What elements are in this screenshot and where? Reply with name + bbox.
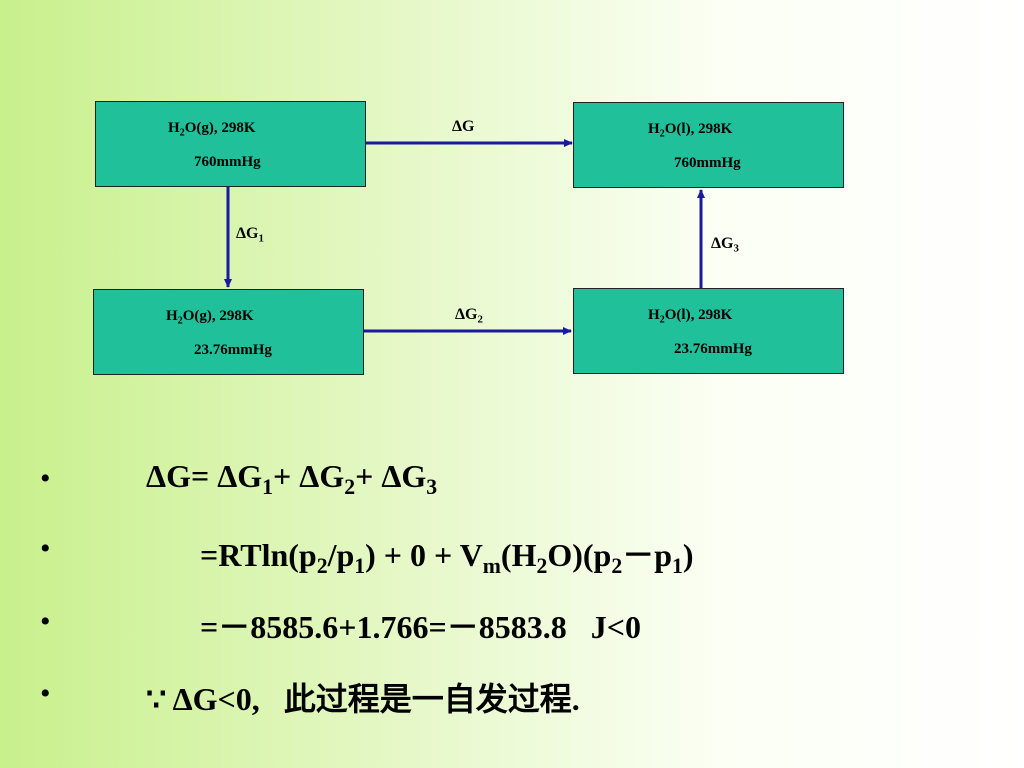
formula-sub: 2 — [177, 315, 183, 327]
delta-symbol: Δ — [236, 225, 247, 242]
formula-sub: 2 — [179, 127, 185, 139]
formula-rest: O(g), 298K — [182, 308, 254, 324]
eq-part: + ΔG — [273, 458, 345, 494]
label-text: G — [246, 225, 259, 242]
eq-part: =RTln(p — [200, 537, 317, 573]
eq-part: (H — [500, 537, 537, 573]
label-delta-g2: ΔG2 — [455, 306, 483, 326]
eq-part: －p — [622, 537, 673, 573]
eq-sub: 1 — [672, 553, 683, 578]
state-pressure: 23.76mmHg — [194, 342, 272, 358]
label-delta-g3: ΔG3 — [711, 235, 739, 255]
delta-symbol: Δ — [455, 306, 466, 323]
label-delta-g1: ΔG1 — [236, 225, 264, 245]
eq-part: /p — [327, 537, 355, 573]
eq-sub: 1 — [354, 553, 366, 578]
delta-symbol: Δ — [711, 235, 722, 252]
formula-rest: O(g), 298K — [184, 120, 256, 136]
formula-sub: 2 — [659, 314, 665, 326]
bullet-2: • — [40, 532, 51, 565]
equation-line-2: =RTln(p2/p1) + 0 + Vm(H2O)(p2－p1) — [200, 530, 694, 578]
bullet-1: • — [40, 462, 51, 495]
formula-sub: 2 — [659, 128, 665, 140]
delta-symbol: Δ — [452, 118, 463, 135]
state-box-liquid-760: H2O(l), 298K 760mmHg — [573, 102, 844, 188]
state-box-gas-760: H2O(g), 298K 760mmHg — [95, 101, 366, 187]
state-formula: H2O(g), 298K — [168, 120, 256, 139]
eq-sub: 2 — [344, 474, 356, 499]
eq-part: ΔG= ΔG — [146, 458, 263, 494]
bullet-4: • — [40, 677, 51, 710]
eq-part: ) + 0 + V — [365, 537, 483, 573]
formula-h: H — [166, 308, 178, 324]
label-text: G — [465, 306, 478, 323]
state-box-gas-23: H2O(g), 298K 23.76mmHg — [93, 289, 364, 375]
bullet-3: • — [40, 605, 51, 638]
eq-part: + ΔG — [355, 458, 427, 494]
formula-h: H — [648, 121, 660, 137]
formula-rest: O(l), 298K — [664, 307, 733, 323]
state-box-liquid-23: H2O(l), 298K 23.76mmHg — [573, 288, 844, 374]
label-text: G — [721, 235, 734, 252]
label-text: G — [462, 118, 475, 135]
equation-line-1: ΔG= ΔG1+ ΔG2+ ΔG3 — [146, 458, 437, 498]
formula-h: H — [168, 120, 180, 136]
state-pressure: 760mmHg — [194, 154, 261, 170]
eq-sub: 2 — [611, 553, 623, 578]
eq-sub: 2 — [536, 553, 548, 578]
equation-line-3: =－8585.6+1.766=－8583.8 J<0 — [200, 609, 641, 645]
state-pressure: 760mmHg — [674, 155, 741, 171]
state-formula: H2O(l), 298K — [648, 307, 733, 326]
eq-sub: 3 — [426, 474, 438, 499]
eq-part: ) — [682, 537, 694, 573]
label-sub: 2 — [477, 313, 483, 326]
label-delta-g: ΔG — [452, 118, 474, 136]
state-formula: H2O(l), 298K — [648, 121, 733, 140]
eq-part: O)(p — [547, 537, 612, 573]
formula-h: H — [648, 307, 660, 323]
eq-sub: m — [482, 553, 501, 578]
state-pressure: 23.76mmHg — [674, 341, 752, 357]
state-formula: H2O(g), 298K — [166, 308, 254, 327]
formula-rest: O(l), 298K — [664, 121, 733, 137]
eq-sub: 1 — [262, 474, 274, 499]
label-sub: 1 — [258, 232, 264, 245]
eq-sub: 2 — [316, 553, 328, 578]
label-sub: 3 — [733, 242, 739, 255]
equation-line-4: ∵ ΔG<0, 此过程是一自发过程. — [146, 681, 580, 717]
